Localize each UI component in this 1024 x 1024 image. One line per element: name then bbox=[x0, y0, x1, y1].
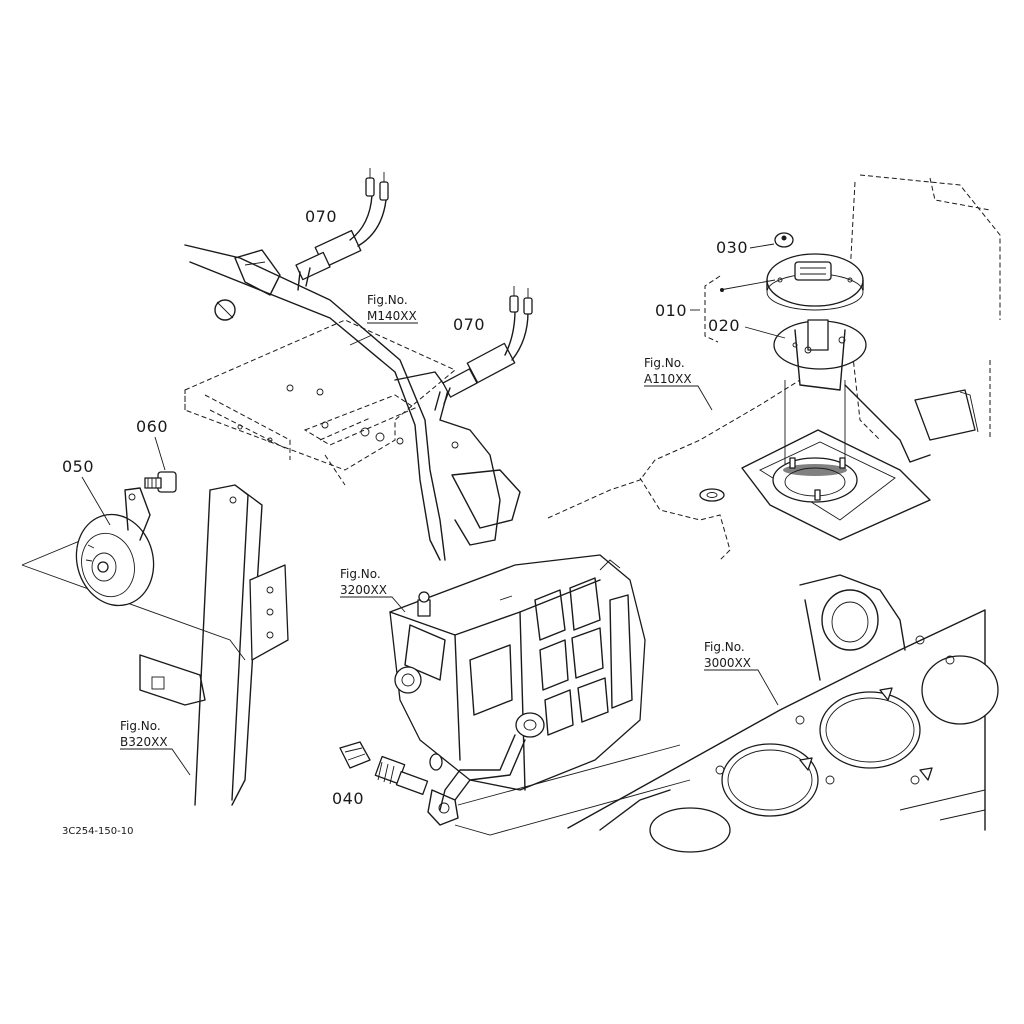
nut-030 bbox=[774, 232, 794, 248]
fuel-tank-outline bbox=[547, 174, 1001, 561]
horn-050 bbox=[21, 487, 246, 661]
bolt-060 bbox=[144, 471, 177, 493]
fig-ref-a110-code: A110XX bbox=[644, 372, 692, 386]
fig-ref-b320-label: Fig.No. bbox=[120, 719, 161, 733]
fig-ref-m140-code: M140XX bbox=[367, 309, 417, 323]
fig-ref-3200-label: Fig.No. bbox=[340, 567, 381, 581]
part-number-050: 050 bbox=[62, 457, 94, 476]
part-number-030: 030 bbox=[716, 238, 748, 257]
injection-pump-3200 bbox=[389, 554, 646, 811]
drawing-code: 3C254-150-10 bbox=[62, 826, 133, 837]
part-number-020: 020 bbox=[708, 316, 740, 335]
frame-bracket-b320 bbox=[139, 484, 289, 806]
oil-pressure-switch-040 bbox=[339, 741, 691, 836]
fuel-pump-020 bbox=[773, 319, 979, 465]
engine-block-3000 bbox=[567, 574, 999, 853]
fig-ref-a110-label: Fig.No. bbox=[644, 356, 685, 370]
switch-070-upper bbox=[295, 168, 389, 291]
fig-ref-3000-code: 3000XX bbox=[704, 656, 751, 670]
part-number-060: 060 bbox=[136, 417, 168, 436]
upper-frame-assembly bbox=[184, 244, 521, 561]
fig-ref-3000-label: Fig.No. bbox=[704, 640, 745, 654]
part-number-040: 040 bbox=[332, 789, 364, 808]
part-number-070-lower: 070 bbox=[453, 315, 485, 334]
fuel-pump-flange-010 bbox=[766, 253, 864, 311]
fig-ref-3200-code: 3200XX bbox=[340, 583, 387, 597]
fig-ref-b320-code: B320XX bbox=[120, 735, 168, 749]
fig-ref-m140-label: Fig.No. bbox=[367, 293, 408, 307]
switch-070-lower bbox=[434, 286, 533, 411]
part-number-010: 010 bbox=[655, 301, 687, 320]
part-number-070-upper: 070 bbox=[305, 207, 337, 226]
